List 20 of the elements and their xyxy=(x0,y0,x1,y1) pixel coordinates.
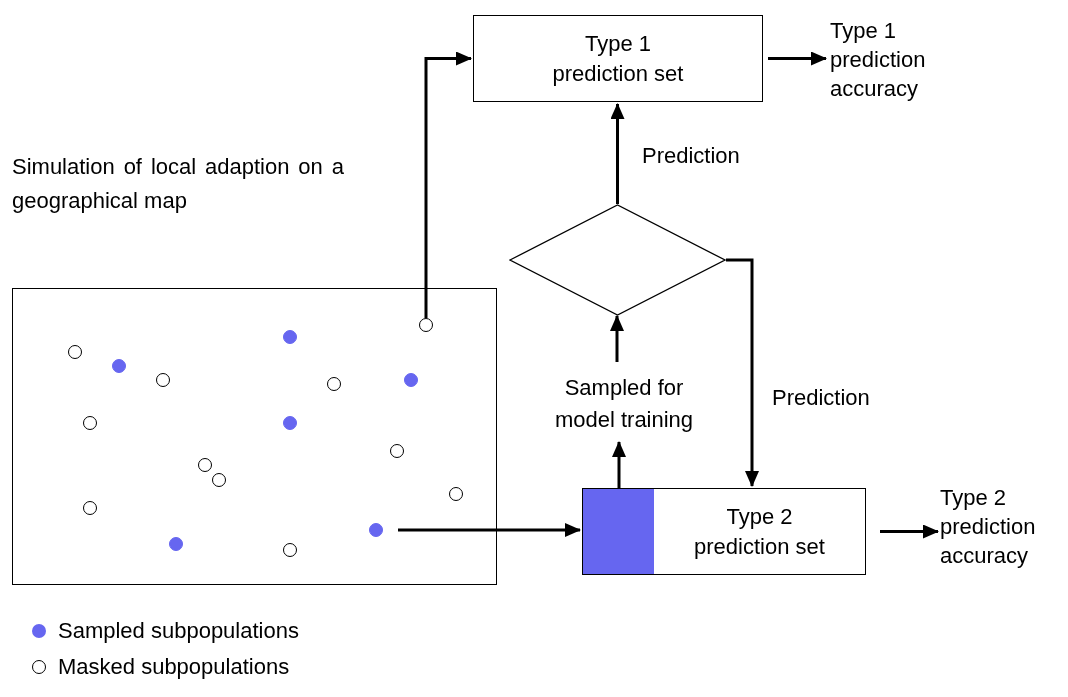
node-label: Type 1 prediction set xyxy=(551,29,685,88)
arrow xyxy=(768,51,827,66)
sampled-block xyxy=(583,489,654,574)
process-box xyxy=(582,488,866,575)
arrow xyxy=(726,258,759,487)
node-label: Type 2 prediction accuracy xyxy=(940,484,1037,570)
legend-label: Masked subpopulations xyxy=(58,656,290,678)
arrow xyxy=(424,51,472,318)
node-label: Simulation of local adaption on a geographical map xyxy=(12,153,344,215)
arrow xyxy=(610,315,624,362)
arrow xyxy=(612,441,626,488)
node-label: Type 1 prediction accuracy xyxy=(830,17,927,103)
node-label: Type 2 prediction set xyxy=(694,503,825,559)
arrow xyxy=(610,103,625,204)
arrow xyxy=(398,523,581,537)
legend-label: Sampled subpopulations xyxy=(58,620,299,642)
node-label: Sampled for model training xyxy=(553,374,695,434)
decision-diamond xyxy=(509,204,726,316)
arrow xyxy=(880,524,939,539)
process-box xyxy=(473,15,763,102)
